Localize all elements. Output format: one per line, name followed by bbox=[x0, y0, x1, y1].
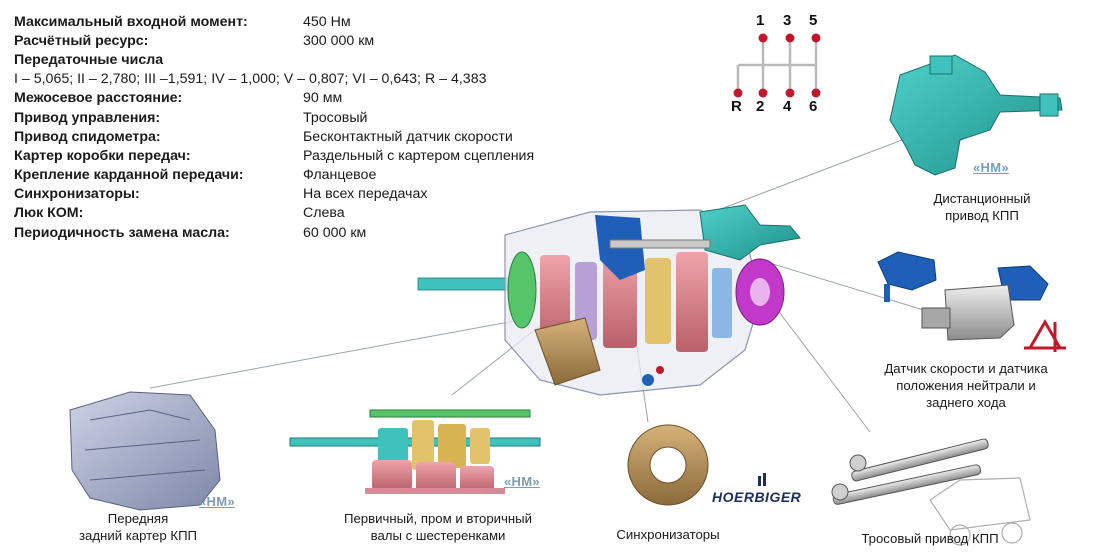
gearbox-assembly bbox=[417, 204, 801, 396]
shift-pattern-dots bbox=[733, 33, 821, 98]
cable-drive-part bbox=[831, 438, 989, 505]
spec-row-oil-change: Периодичность замена масла: 60 000 км bbox=[14, 223, 614, 242]
ratios-title: Передаточные числа bbox=[14, 51, 164, 68]
nm-badge-shafts: «НМ» bbox=[504, 474, 540, 489]
spec-row-torque: Максимальный входной момент: 450 Нм bbox=[14, 12, 614, 31]
gear-label-3: 3 bbox=[783, 12, 792, 29]
spec-row-speedometer: Привод спидометра: Бесконтактный датчик … bbox=[14, 127, 614, 146]
caption-line: валы с шестеренками bbox=[370, 528, 506, 543]
truck-sketch bbox=[929, 477, 1031, 546]
caption-housing: Передняя задний картер КПП bbox=[58, 510, 218, 544]
spec-label: Синхронизаторы: bbox=[14, 186, 140, 203]
gear-label-5: 5 bbox=[809, 12, 818, 29]
spec-row-synchronizers: Синхронизаторы: На всех передачах bbox=[14, 185, 614, 204]
spec-row-center-distance: Межосевое расстояние: 90 мм bbox=[14, 89, 614, 108]
gear-label-4: 4 bbox=[783, 98, 792, 115]
caption-line: Датчик скорости и датчика bbox=[884, 361, 1048, 376]
spec-value: 450 Нм bbox=[303, 13, 351, 30]
caption-line: Первичный, пром и вторичный bbox=[343, 511, 533, 526]
spec-row-cardan: Крепление карданной передачи: Фланцевое bbox=[14, 166, 614, 185]
caption-remote-drive: Дистанционный привод КПП bbox=[912, 190, 1052, 224]
logo-mark bbox=[1024, 318, 1066, 352]
spec-label: Крепление карданной передачи: bbox=[14, 167, 244, 184]
caption-line: привод КПП bbox=[945, 208, 1019, 223]
spec-value: Слева bbox=[303, 205, 345, 222]
synchronizer-part bbox=[627, 424, 709, 506]
caption-line: положения нейтрали и bbox=[896, 378, 1036, 393]
brand-hoerbiger: HOERBIGER bbox=[712, 489, 802, 505]
spec-label: Периодичность замена масла: bbox=[14, 224, 230, 241]
spec-value: Раздельный с картером сцепления bbox=[303, 147, 535, 164]
spec-value: 60 000 км bbox=[303, 224, 367, 241]
spec-label: Расчётный ресурс: bbox=[14, 32, 149, 49]
spec-row-housing: Картер коробки передач: Раздельный с кар… bbox=[14, 146, 614, 165]
spec-value: 90 мм bbox=[303, 90, 343, 107]
gear-label-2: 2 bbox=[756, 98, 765, 115]
caption-line: Дистанционный bbox=[933, 191, 1031, 206]
nm-badge-remote: «НМ» bbox=[973, 160, 1009, 175]
hoerbiger-mark bbox=[758, 473, 766, 486]
shift-pattern-lines bbox=[736, 37, 818, 93]
spec-value: 300 000 км bbox=[303, 32, 375, 49]
sensor-parts bbox=[877, 251, 1049, 341]
caption-sensor: Датчик скорости и датчика положения нейт… bbox=[856, 360, 1076, 411]
spec-value: Бесконтактный датчик скорости bbox=[303, 128, 513, 145]
spec-table: Максимальный входной момент: 450 Нм Расч… bbox=[14, 12, 614, 242]
ratios-value: I – 5,065; II – 2,780; III –1,591; IV – … bbox=[14, 71, 487, 88]
gear-label-6: 6 bbox=[809, 98, 818, 115]
spec-label: Привод спидометра: bbox=[14, 128, 161, 145]
spec-row-control-drive: Привод управления: Тросовый bbox=[14, 108, 614, 127]
spec-label: Люк КОМ: bbox=[14, 205, 84, 222]
remote-drive-part bbox=[889, 54, 1063, 176]
spec-value: Тросовый bbox=[303, 109, 368, 126]
spec-label: Межосевое расстояние: bbox=[14, 90, 183, 107]
spec-label: Максимальный входной момент: bbox=[14, 13, 248, 30]
caption-line: Передняя bbox=[107, 511, 169, 526]
caption-line: задний картер КПП bbox=[78, 528, 198, 543]
spec-row-pto: Люк КОМ: Слева bbox=[14, 204, 614, 223]
caption-line: заднего хода bbox=[926, 395, 1006, 410]
spec-label: Привод управления: bbox=[14, 109, 161, 126]
gear-label-r: R bbox=[731, 98, 742, 115]
gear-label-1: 1 bbox=[756, 12, 765, 29]
caption-synchronizers: Синхронизаторы bbox=[616, 527, 720, 542]
spec-row-resource: Расчётный ресурс: 300 000 км bbox=[14, 31, 614, 50]
spec-label: Картер коробки передач: bbox=[14, 147, 191, 164]
nm-badge-housing: «НМ» bbox=[199, 494, 235, 509]
shafts-part bbox=[289, 409, 541, 494]
caption-shafts: Первичный, пром и вторичный валы с шесте… bbox=[318, 510, 558, 544]
spec-value: Фланцевое bbox=[303, 167, 377, 184]
spec-value: На всех передачах bbox=[303, 186, 428, 203]
caption-cable-drive: Тросовый привод КПП bbox=[861, 531, 999, 546]
housing-part bbox=[69, 391, 221, 511]
